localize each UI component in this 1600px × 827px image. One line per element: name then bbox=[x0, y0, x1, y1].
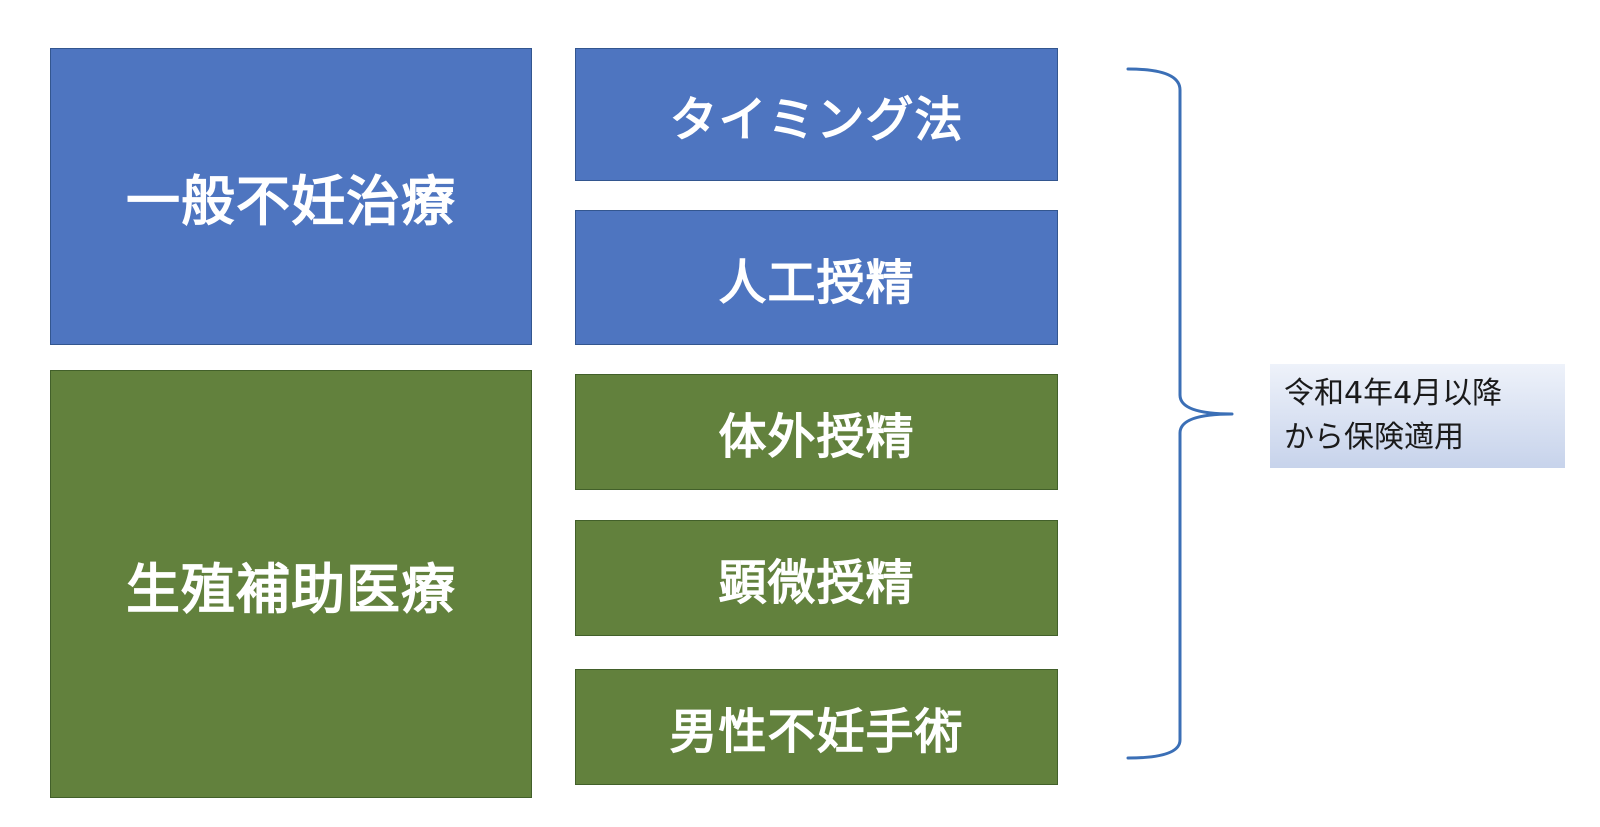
note-line-1: 令和4年4月以降 bbox=[1284, 376, 1503, 411]
treatment-label: 男性不妊手術 bbox=[669, 704, 964, 760]
note-line-2: から保険適用 bbox=[1284, 420, 1464, 455]
treatment-timing-method: タイミング法 bbox=[575, 48, 1058, 181]
insurance-coverage-note: 令和4年4月以降 から保険適用 bbox=[1270, 364, 1565, 468]
treatment-ivf: 体外授精 bbox=[575, 374, 1058, 490]
category-label: 生殖補助医療 bbox=[126, 557, 456, 621]
treatment-label: 顕微授精 bbox=[718, 555, 915, 611]
category-general-infertility-treatment: 一般不妊治療 bbox=[50, 48, 532, 345]
treatment-label: タイミング法 bbox=[669, 91, 964, 148]
treatment-artificial-insemination: 人工授精 bbox=[575, 210, 1058, 345]
treatment-label: 体外授精 bbox=[718, 409, 915, 465]
treatment-male-infertility-surgery: 男性不妊手術 bbox=[575, 669, 1058, 785]
category-assisted-reproductive-technology: 生殖補助医療 bbox=[50, 370, 532, 798]
treatment-icsi: 顕微授精 bbox=[575, 520, 1058, 636]
treatment-label: 人工授精 bbox=[718, 254, 915, 311]
category-label: 一般不妊治療 bbox=[126, 170, 456, 233]
